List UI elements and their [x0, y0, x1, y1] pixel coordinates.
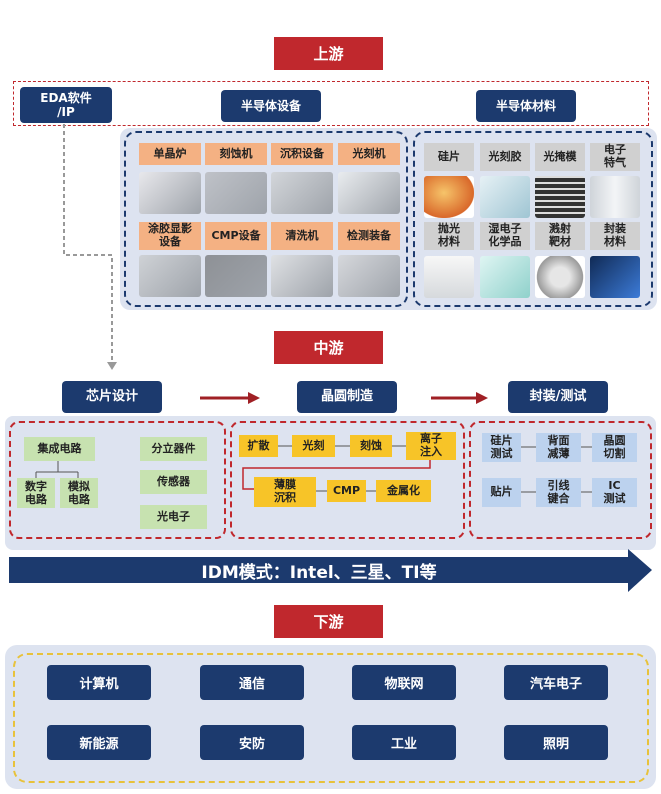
- material-photo-3: [590, 176, 640, 218]
- material-label-7: 封装 材料: [590, 222, 640, 250]
- fab-step-etching: 刻蚀: [350, 435, 392, 457]
- fab-step-thin-film: 薄膜 沉积: [254, 477, 316, 507]
- downstream-app-7: 照明: [504, 725, 608, 760]
- equipment-header: 半导体设备: [221, 90, 321, 122]
- downstream-app-1: 通信: [200, 665, 304, 700]
- package-header: 封装/测试: [508, 381, 608, 413]
- material-label-0: 硅片: [424, 143, 474, 171]
- equipment-label-4: 涂胶显影 设备: [139, 222, 201, 250]
- downstream-app-4: 新能源: [47, 725, 151, 760]
- upstream-title: 上游: [274, 37, 383, 70]
- downstream-app-5: 安防: [200, 725, 304, 760]
- downstream-app-0: 计算机: [47, 665, 151, 700]
- fab-group: [230, 421, 465, 539]
- equipment-label-7: 检测装备: [338, 222, 400, 250]
- fab-step-cmp: CMP: [327, 480, 366, 502]
- package-step-4: 引线 键合: [536, 478, 581, 507]
- material-photo-7: [590, 256, 640, 298]
- material-photo-4: [424, 256, 474, 298]
- discrete-device-box: 分立器件: [140, 437, 207, 461]
- fab-step-lithography: 光刻: [292, 435, 335, 457]
- material-label-1: 光刻胶: [480, 143, 530, 171]
- upstream-header-frame: [13, 81, 649, 126]
- equipment-photo-2: [271, 172, 333, 214]
- material-photo-0: [424, 176, 474, 218]
- package-step-0: 硅片 测试: [482, 433, 521, 462]
- package-step-2: 晶圆 切割: [592, 433, 637, 462]
- downstream-title: 下游: [274, 605, 383, 638]
- material-photo-1: [480, 176, 530, 218]
- equipment-photo-1: [205, 172, 267, 214]
- package-step-5: IC 测试: [592, 478, 637, 507]
- material-photo-6: [535, 256, 585, 298]
- material-label-6: 溅射 靶材: [535, 222, 585, 250]
- equipment-label-2: 沉积设备: [271, 143, 333, 165]
- material-label-4: 抛光 材料: [424, 222, 474, 250]
- fab-step-diffusion: 扩散: [239, 435, 278, 457]
- equipment-label-6: 清洗机: [271, 222, 333, 250]
- equipment-photo-4: [139, 255, 201, 297]
- eda-box: EDA软件 /IP: [20, 87, 112, 123]
- design-header: 芯片设计: [62, 381, 162, 413]
- fab-step-metallization: 金属化: [376, 480, 431, 502]
- material-label-2: 光掩模: [535, 143, 585, 171]
- sensor-box: 传感器: [140, 470, 207, 494]
- equipment-photo-0: [139, 172, 201, 214]
- materials-group: [413, 131, 653, 307]
- optoelectronic-box: 光电子: [140, 505, 207, 529]
- digital-circuit-box: 数字 电路: [17, 478, 55, 508]
- equipment-photo-7: [338, 255, 400, 297]
- downstream-group: [13, 653, 649, 783]
- equipment-label-1: 刻蚀机: [205, 143, 267, 165]
- equipment-photo-5: [205, 255, 267, 297]
- package-step-3: 贴片: [482, 478, 521, 507]
- downstream-app-2: 物联网: [352, 665, 456, 700]
- fab-step-ion-implant: 离子 注入: [406, 432, 456, 460]
- equipment-photo-6: [271, 255, 333, 297]
- downstream-app-3: 汽车电子: [504, 665, 608, 700]
- midstream-title: 中游: [274, 331, 383, 364]
- package-group: [469, 421, 652, 539]
- equipment-label-0: 单晶炉: [139, 143, 201, 165]
- idm-banner-text: IDM模式：Intel、三星、TI等: [201, 562, 437, 583]
- fab-header: 晶圆制造: [297, 381, 397, 413]
- equipment-group: [124, 131, 408, 307]
- downstream-app-6: 工业: [352, 725, 456, 760]
- material-label-3: 电子 特气: [590, 143, 640, 171]
- design-group: [9, 421, 226, 539]
- materials-header: 半导体材料: [476, 90, 576, 122]
- material-label-5: 湿电子 化学品: [480, 222, 530, 250]
- analog-circuit-box: 模拟 电路: [60, 478, 98, 508]
- package-step-1: 背面 减薄: [536, 433, 581, 462]
- equipment-label-3: 光刻机: [338, 143, 400, 165]
- equipment-label-5: CMP设备: [205, 222, 267, 250]
- material-photo-2: [535, 176, 585, 218]
- equipment-photo-3: [338, 172, 400, 214]
- material-photo-5: [480, 256, 530, 298]
- ic-box: 集成电路: [24, 437, 95, 461]
